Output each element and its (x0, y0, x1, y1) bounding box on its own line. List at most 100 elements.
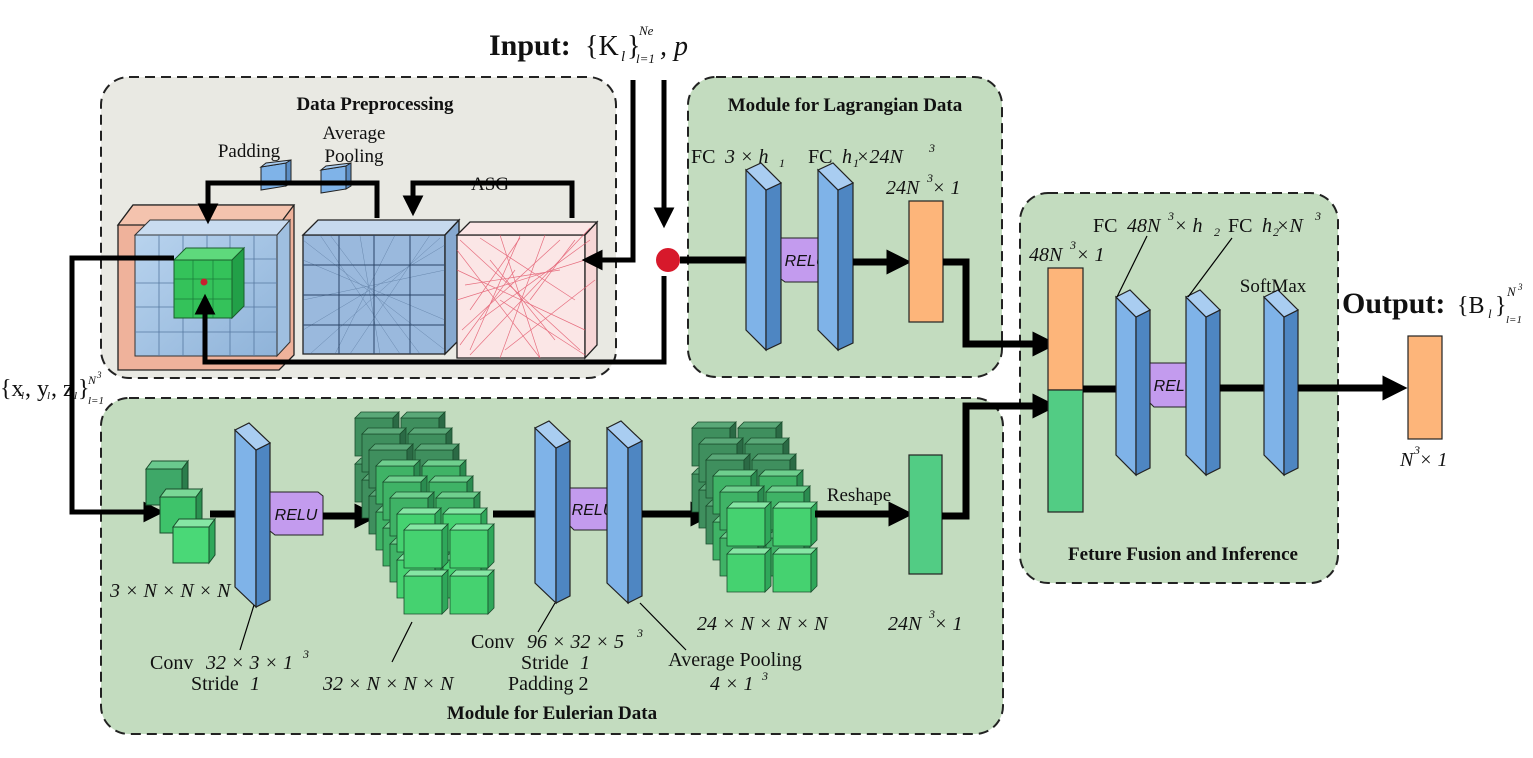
svg-text:× h: × h (1174, 215, 1203, 237)
svg-text:h: h (842, 146, 852, 168)
svg-text:l: l (621, 49, 625, 65)
concat-label: 48N 3 × 1 (1029, 238, 1105, 266)
svg-text:RELU: RELU (572, 502, 615, 519)
padding-label: Padding (218, 141, 281, 162)
svg-text:l: l (47, 390, 50, 402)
output-vector (1407, 335, 1443, 440)
svg-text:× 1: × 1 (1076, 244, 1105, 266)
lagrangian-vector (908, 200, 944, 323)
svg-text:, p: , p (660, 31, 688, 62)
svg-text:Conv: Conv (471, 631, 514, 653)
svg-text:FC: FC (691, 146, 715, 168)
svg-text:Output:: Output: (1342, 287, 1445, 320)
svg-text:FC: FC (1228, 215, 1252, 237)
lagrangian-fc2-layer (816, 162, 855, 352)
svg-text:}: } (1495, 293, 1507, 319)
softmax-label: SoftMax (1240, 276, 1307, 297)
fusion-title: Feture Fusion and Inference (1068, 544, 1298, 565)
svg-text:3 × h: 3 × h (724, 146, 769, 168)
svg-text:48N: 48N (1127, 215, 1162, 237)
svg-text:Average Pooling: Average Pooling (668, 649, 802, 671)
mid-shape-label: 32 × N × N × N (322, 621, 455, 695)
svg-text:l: l (74, 390, 77, 402)
fusion-fc2-layer (1184, 289, 1222, 477)
lagrangian-fc2-label: FC h 1 ×24N 3 (808, 141, 935, 170)
svg-text:Ne: Ne (638, 23, 654, 38)
svg-text:l=1: l=1 (636, 51, 655, 66)
coordinates-label: {x l , y l , z l } N 3 l=1 (0, 370, 104, 407)
svg-text:RELU: RELU (785, 253, 828, 270)
eulerian-relu-block-2: RELU (569, 487, 618, 531)
avg-pooling-label-1: Average (323, 123, 386, 144)
eulerian-to-fusion-arrow (942, 393, 1058, 520)
svg-text:{x: {x (0, 376, 24, 402)
svg-text:{K: {K (585, 31, 619, 62)
svg-text:1: 1 (779, 156, 785, 170)
svg-text:2: 2 (1214, 225, 1220, 239)
center-point (200, 278, 208, 286)
svg-text:3: 3 (926, 171, 933, 185)
svg-text:Conv: Conv (150, 652, 193, 674)
preprocessing-title: Data Preprocessing (296, 94, 454, 115)
local-cube-arrow (69, 255, 174, 523)
eulerian-title: Module for Eulerian Data (447, 703, 658, 724)
svg-text:3: 3 (636, 626, 643, 640)
avg-pooling-label-2: Pooling (324, 146, 384, 167)
lagrangian-fc1-layer (744, 162, 783, 352)
svg-text:2: 2 (1273, 225, 1279, 239)
svg-text:RELU: RELU (275, 507, 318, 524)
svg-text:, z: , z (51, 376, 74, 402)
svg-text:32 × 3 × 1: 32 × 3 × 1 (205, 652, 293, 674)
lagrangian-title: Module for Lagrangian Data (728, 95, 963, 116)
conv2-label: Conv 96 × 32 × 5 3 Stride 1 Padding 2 (471, 602, 643, 695)
svg-text:h: h (1262, 215, 1272, 237)
svg-text:3: 3 (96, 370, 102, 380)
svg-text:3: 3 (928, 607, 935, 621)
svg-text:N: N (1399, 449, 1415, 471)
svg-text:Stride: Stride (521, 652, 569, 674)
eulerian-input-shape: 3 × N × N × N (109, 580, 232, 602)
svg-text:3: 3 (1069, 238, 1076, 252)
svg-text:3: 3 (302, 647, 309, 661)
eulerian-conv2-layer (533, 420, 572, 605)
svg-text:FC: FC (808, 146, 832, 168)
svg-text:×24N: ×24N (856, 146, 904, 168)
eulerian-relu-block-1: RELU (269, 491, 324, 536)
pooled-cube (301, 218, 461, 356)
svg-text:3: 3 (1167, 209, 1174, 223)
asg-mesh-cube (455, 220, 599, 360)
eulerian-input-cubes (145, 459, 216, 565)
svg-text:{B: {B (1457, 293, 1485, 319)
svg-text:1: 1 (853, 156, 859, 170)
svg-text:N: N (87, 373, 97, 387)
svg-text:3: 3 (1314, 209, 1321, 223)
lagrangian-fc1-label: FC 3 × h 1 (691, 146, 785, 170)
svg-text:32 × N × N × N: 32 × N × N × N (322, 673, 455, 695)
svg-text:N: N (1506, 284, 1517, 299)
svg-text:l=1: l=1 (88, 395, 104, 407)
output-label: Output: {B l } N 3 l=1 (1342, 282, 1523, 326)
svg-text:24N: 24N (888, 613, 923, 635)
fusion-fc1-layer (1114, 289, 1152, 477)
svg-text:24N: 24N (886, 177, 921, 199)
concat-vector (1047, 267, 1084, 513)
svg-text:×N: ×N (1276, 215, 1304, 237)
svg-text:1: 1 (250, 673, 260, 695)
input-label: Input: {K l } Ne l=1 , p (489, 23, 688, 66)
svg-text:48N: 48N (1029, 244, 1064, 266)
svg-text:× 1: × 1 (932, 177, 961, 199)
eulerian-feature-stack-24 (691, 421, 818, 593)
lagrangian-vector-label: 24N 3 × 1 (886, 171, 961, 199)
fusion-fc2-label: FC h 2 ×N 3 (1187, 209, 1321, 298)
svg-text:1: 1 (580, 652, 590, 674)
split-point (656, 248, 680, 272)
padded-cube (116, 204, 296, 371)
svg-text:}: } (627, 31, 640, 62)
svg-text:3: 3 (1517, 282, 1523, 292)
eulerian-pool-layer (605, 420, 644, 605)
eulerian-feature-stack-32 (354, 411, 495, 615)
svg-text:× 1: × 1 (1419, 449, 1448, 471)
eulerian-vector (908, 454, 943, 575)
svg-text:Padding 2: Padding 2 (508, 673, 589, 695)
